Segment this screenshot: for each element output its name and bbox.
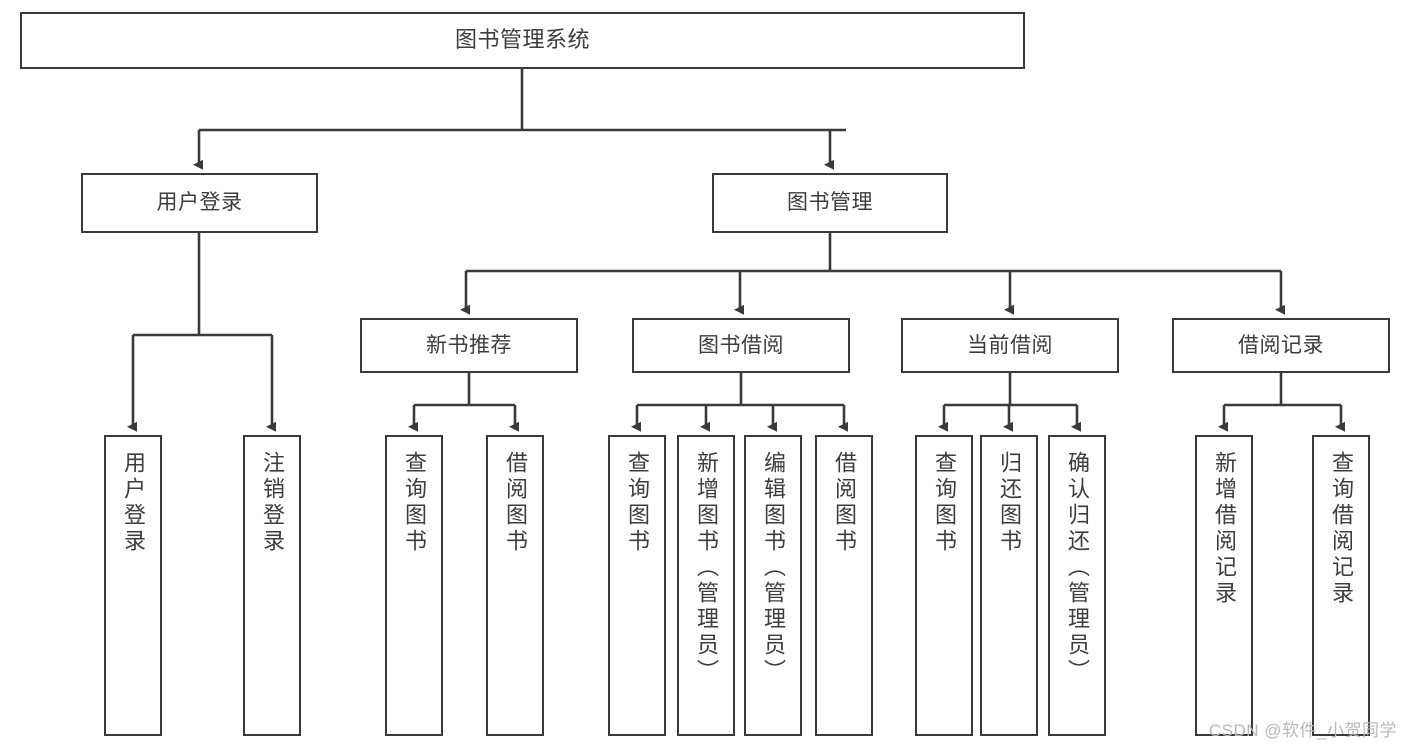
node-leaf-logout-label: 注销登录 bbox=[260, 451, 285, 555]
node-new-book-recommend[interactable]: 新书推荐 bbox=[360, 318, 578, 373]
node-leaf-add-book-admin-label: 新增图书（管理员） bbox=[694, 451, 719, 685]
node-leaf-add-borrow-record-label: 新增借阅记录 bbox=[1212, 451, 1237, 607]
node-leaf-query-book-borrow[interactable]: 查询图书 bbox=[608, 435, 666, 736]
node-leaf-user-login[interactable]: 用户登录 bbox=[104, 435, 162, 736]
node-user-login-label: 用户登录 bbox=[156, 191, 243, 215]
node-current-borrow-label: 当前借阅 bbox=[967, 333, 1053, 357]
node-leaf-query-book-current-label: 查询图书 bbox=[932, 451, 957, 555]
node-leaf-borrow-book-rec-label: 借阅图书 bbox=[503, 451, 528, 555]
node-leaf-query-book-rec[interactable]: 查询图书 bbox=[385, 435, 443, 736]
node-book-manage-label: 图书管理 bbox=[787, 191, 873, 215]
node-borrow-record-label: 借阅记录 bbox=[1238, 333, 1324, 357]
node-leaf-borrow-book-label: 借阅图书 bbox=[832, 451, 857, 555]
node-leaf-query-book-borrow-label: 查询图书 bbox=[625, 451, 650, 555]
node-leaf-add-borrow-record[interactable]: 新增借阅记录 bbox=[1195, 435, 1253, 736]
node-leaf-query-borrow-record-label: 查询借阅记录 bbox=[1329, 451, 1354, 607]
node-book-borrow-label: 图书借阅 bbox=[698, 333, 784, 357]
node-leaf-query-book-rec-label: 查询图书 bbox=[402, 451, 427, 555]
node-current-borrow[interactable]: 当前借阅 bbox=[901, 318, 1119, 373]
watermark: CSDN @软件_小贺同学 bbox=[1208, 721, 1397, 740]
node-leaf-query-book-current[interactable]: 查询图书 bbox=[915, 435, 973, 736]
node-leaf-return-book-label: 归还图书 bbox=[997, 451, 1022, 555]
node-borrow-record[interactable]: 借阅记录 bbox=[1172, 318, 1390, 373]
node-book-borrow[interactable]: 图书借阅 bbox=[632, 318, 850, 373]
node-leaf-borrow-book[interactable]: 借阅图书 bbox=[815, 435, 873, 736]
node-book-manage[interactable]: 图书管理 bbox=[712, 173, 948, 233]
node-leaf-logout[interactable]: 注销登录 bbox=[243, 435, 301, 736]
node-leaf-edit-book-admin[interactable]: 编辑图书（管理员） bbox=[744, 435, 802, 736]
node-new-book-recommend-label: 新书推荐 bbox=[426, 333, 512, 357]
node-leaf-confirm-return-admin[interactable]: 确认归还（管理员） bbox=[1048, 435, 1106, 736]
node-leaf-return-book[interactable]: 归还图书 bbox=[980, 435, 1038, 736]
node-leaf-confirm-return-admin-label: 确认归还（管理员） bbox=[1065, 451, 1090, 685]
node-root-label: 图书管理系统 bbox=[454, 27, 590, 53]
node-root[interactable]: 图书管理系统 bbox=[20, 12, 1025, 69]
node-leaf-edit-book-admin-label: 编辑图书（管理员） bbox=[761, 451, 786, 685]
node-leaf-borrow-book-rec[interactable]: 借阅图书 bbox=[486, 435, 544, 736]
node-leaf-add-book-admin[interactable]: 新增图书（管理员） bbox=[677, 435, 735, 736]
node-leaf-user-login-label: 用户登录 bbox=[121, 451, 146, 555]
node-user-login[interactable]: 用户登录 bbox=[81, 173, 318, 233]
node-leaf-query-borrow-record[interactable]: 查询借阅记录 bbox=[1312, 435, 1370, 736]
